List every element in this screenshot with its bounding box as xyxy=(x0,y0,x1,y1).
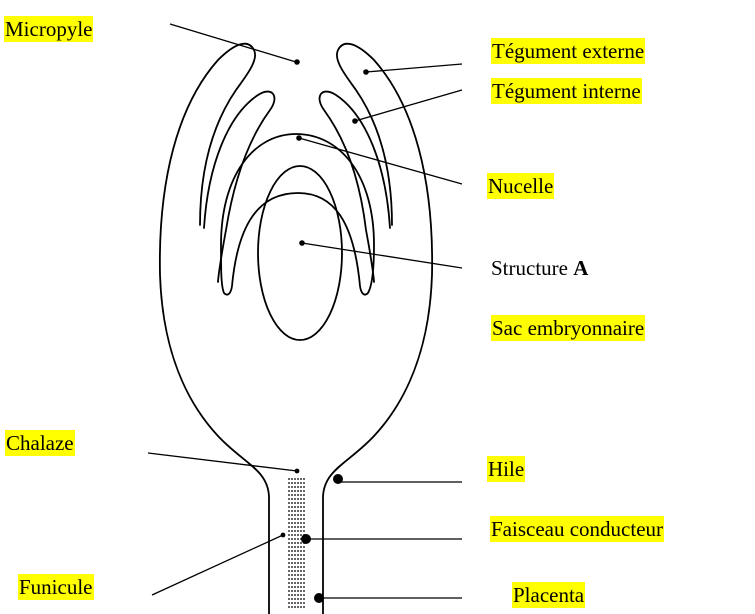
dot-funicule xyxy=(281,533,286,538)
label-structure-a-letter: A xyxy=(573,256,588,280)
embryo-sac xyxy=(258,166,342,340)
leader-hile xyxy=(339,479,462,482)
label-hile: Hile xyxy=(487,456,525,482)
internal-integument-left xyxy=(204,92,274,282)
vascular-bundle xyxy=(289,478,304,608)
ovule-outline xyxy=(160,44,432,614)
dot-micropyle xyxy=(294,59,300,65)
label-sac-embryonnaire: Sac embryonnaire xyxy=(491,315,645,341)
dot-structure-a xyxy=(299,240,305,246)
label-faisceau-conducteur: Faisceau conducteur xyxy=(490,516,664,542)
label-placenta: Placenta xyxy=(512,582,585,608)
label-nucelle: Nucelle xyxy=(487,173,554,199)
dot-tegument-interne xyxy=(352,118,358,124)
label-micropyle: Micropyle xyxy=(4,16,93,42)
dot-tegument-externe xyxy=(363,69,369,75)
label-chalaze: Chalaze xyxy=(5,430,75,456)
dot-nucelle xyxy=(296,135,302,141)
dot-hile xyxy=(333,474,343,484)
label-tegument-externe: Tégument externe xyxy=(491,38,645,64)
label-tegument-interne: Tégument interne xyxy=(491,78,642,104)
leader-nucelle xyxy=(299,138,462,184)
label-structure-a-text: Structure xyxy=(491,256,573,280)
label-structure-a: Structure A xyxy=(491,255,588,281)
leader-chalaze xyxy=(148,453,297,471)
dot-faisceau xyxy=(301,534,311,544)
leader-micropyle xyxy=(170,24,296,62)
leader-structure-a xyxy=(302,243,462,268)
label-funicule: Funicule xyxy=(18,574,94,600)
leader-funicule xyxy=(152,535,283,595)
dot-placenta xyxy=(314,593,324,603)
dot-chalaze xyxy=(295,469,300,474)
